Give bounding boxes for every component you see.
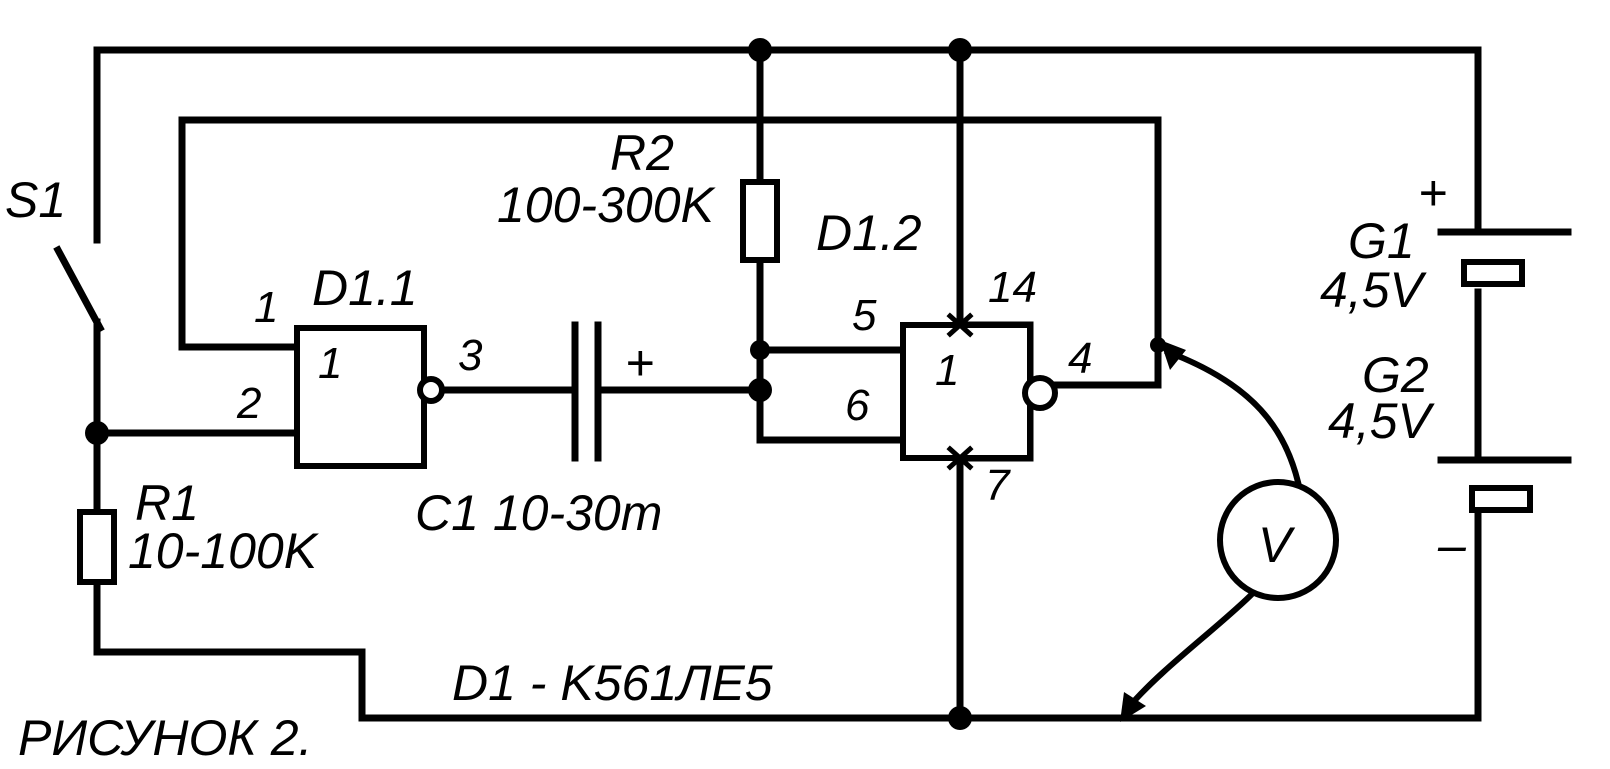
junction-dot	[948, 706, 972, 730]
battery-g2-polarity: –	[1437, 517, 1467, 573]
switch-s1	[53, 245, 105, 333]
pin-4-label: 4	[1068, 334, 1092, 383]
pin7-marker-icon	[946, 445, 974, 471]
gate-d1-1-inverter-bubble	[417, 376, 445, 404]
resistor-r1-value: 10-100K	[128, 523, 320, 579]
r1-to-ground-wire	[93, 501, 1482, 722]
r2-bottom-wire	[756, 256, 907, 444]
gate-d1-1-ref: D1.1	[312, 260, 418, 316]
gate-d1-2-symbol: 1	[935, 346, 959, 395]
pin-3-label: 3	[458, 331, 483, 380]
gate-d1-2-ref: D1.2	[816, 205, 922, 261]
labels: S1 R1 10-100K R2 100-300K D1.2 D1.1 1 2 …	[5, 125, 1467, 766]
switch-s1-label: S1	[5, 172, 66, 228]
battery-g2	[1437, 456, 1572, 513]
gate-d1-2-body	[900, 322, 1033, 461]
battery-g1	[1437, 228, 1572, 287]
figure-caption: РИСУНОК 2.	[18, 710, 312, 766]
gate-d1-2-inverter-bubble	[1022, 375, 1058, 411]
resistor-r1	[77, 509, 117, 585]
top-rail-wire	[93, 46, 1482, 244]
pin-14-label: 14	[988, 263, 1037, 312]
feedback-loop-wire	[178, 116, 1162, 389]
junction-dot	[748, 38, 772, 62]
pin-7-label: 7	[985, 461, 1011, 510]
battery-g1-short-plate	[1461, 259, 1525, 287]
gate-d1-1-symbol: 1	[318, 339, 342, 388]
voltmeter-body	[1217, 479, 1339, 601]
probe-arrow-upper-icon	[1160, 340, 1186, 370]
pin14-marker-icon	[946, 312, 974, 338]
gate-d1-1-body	[294, 325, 427, 469]
battery-g1-value: 4,5V	[1320, 262, 1428, 318]
gate-d1-1	[294, 325, 445, 469]
pin-6-label: 6	[845, 381, 870, 430]
voltmeter	[1120, 340, 1339, 722]
junction-dot	[85, 421, 109, 445]
capacitor-c1	[571, 321, 602, 462]
battery-g2-short-plate	[1469, 485, 1533, 513]
battery-g1-ref: G1	[1348, 213, 1415, 269]
resistor-r2-value: 100-300K	[497, 177, 716, 233]
voltmeter-probe-lead-upper	[1164, 348, 1302, 486]
junction-dot	[750, 340, 770, 360]
pin-2-label: 2	[236, 379, 261, 428]
battery-g2-ref: G2	[1362, 347, 1429, 403]
resistor-r1-ref: R1	[135, 475, 199, 531]
capacitor-c1-label: C1 10-30m	[415, 485, 662, 541]
battery-g2-value: 4,5V	[1328, 393, 1436, 449]
voltmeter-probe-lead-lower	[1123, 591, 1255, 713]
voltmeter-symbol: V	[1258, 517, 1296, 573]
junction-dot	[948, 38, 972, 62]
battery-g1-polarity: +	[1418, 165, 1447, 221]
junction-dot	[1150, 337, 1166, 353]
gate-d1-2	[900, 312, 1058, 471]
chip-note: D1 - K561ЛЕ5	[452, 655, 773, 711]
resistor-r2	[740, 179, 780, 263]
probe-arrow-lower-icon	[1120, 692, 1146, 722]
pin-1-label: 1	[254, 283, 278, 332]
junction-dot	[748, 378, 772, 402]
pin-5-label: 5	[852, 291, 877, 340]
resistor-r2-ref: R2	[610, 125, 674, 181]
capacitor-c1-polarity: +	[625, 335, 654, 391]
junctions	[85, 38, 1166, 730]
switch-s1-blade	[53, 245, 105, 333]
